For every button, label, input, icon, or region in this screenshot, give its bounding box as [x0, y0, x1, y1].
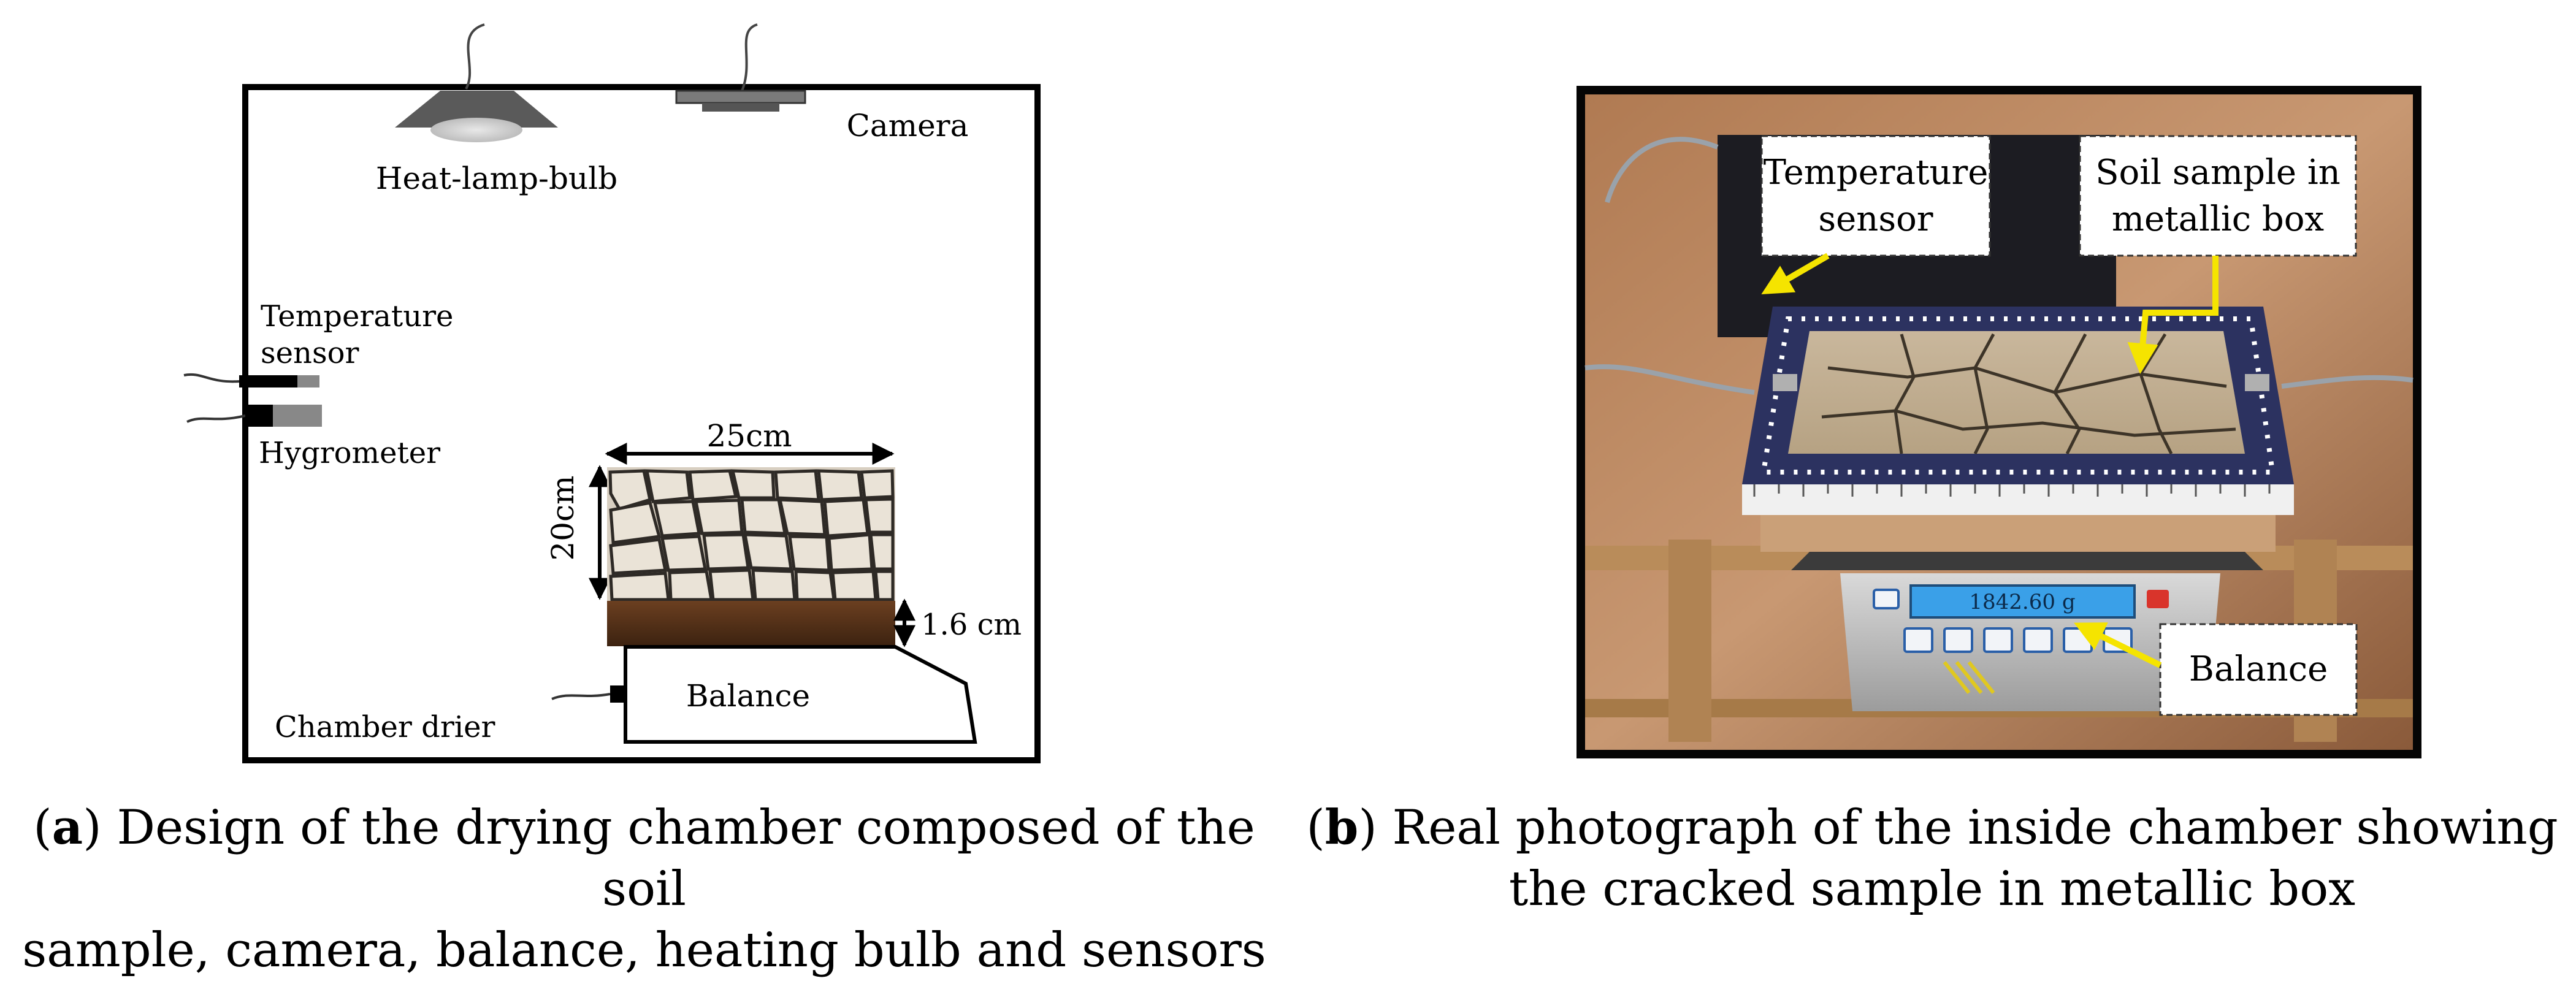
balance-callout-label: Balance [2189, 649, 2328, 689]
caption-a-line1: (a) Design of the drying chamber compose… [33, 800, 1255, 917]
caption-a-text1: Design of the drying chamber composed of… [117, 800, 1255, 917]
thickness-dimension-label: 1.6 cm [921, 608, 1022, 642]
hygrometer-label: Hygrometer [259, 436, 440, 470]
soil-surface [1788, 331, 2245, 454]
soil-sample-callout-box [2079, 135, 2357, 257]
camera-label: Camera [847, 108, 969, 143]
balance-arrow [2074, 622, 2162, 668]
chamber-drier-label: Chamber drier [275, 710, 495, 744]
balance-icon [551, 645, 977, 744]
caption-b-letter: b [1324, 800, 1359, 855]
caption-b-line1: (b) Real photograph of the inside chambe… [1306, 800, 2558, 855]
balance-label: Balance [686, 678, 810, 714]
temperature-sensor-callout-line2: sensor [1818, 199, 1933, 239]
soil-sample-callout-line2: metallic box [2112, 199, 2324, 239]
scale-reading: 1842.60 g [1969, 590, 2075, 614]
width-dimension-label: 25cm [706, 418, 792, 454]
balance-callout-box [2159, 623, 2358, 716]
chamber-design-diagram: Heat-lamp-bulb Camera Temperature sensor… [183, 23, 1041, 763]
heat-lamp-label: Heat-lamp-bulb [376, 161, 617, 196]
soil-sample-callout-line1: Soil sample in [2095, 153, 2341, 193]
temperature-sensor-label-line1: Temperature [261, 299, 453, 334]
temperature-sensor-callout-line1: Temperature [1764, 153, 1989, 193]
cracked-soil-sample [607, 467, 895, 646]
caption-a-line2: sample, camera, balance, heating bulb an… [22, 923, 1266, 978]
temperature-sensor-icon [183, 373, 319, 387]
caption-panel-b: (b) Real photograph of the inside chambe… [1288, 797, 2576, 920]
temperature-sensor-label-line2: sensor [261, 336, 359, 370]
chamber-photograph-panel: 1842.60 g Temperature sensor Soil sample… [1577, 86, 2421, 758]
temperature-sensor-arrow [1761, 253, 1830, 295]
heat-lamp-icon [395, 23, 558, 142]
soil-base-layer [607, 601, 895, 646]
caption-a-letter: a [52, 800, 83, 855]
temperature-sensor-callout-box [1760, 135, 1991, 257]
caption-b-text1: Real photograph of the inside chamber sh… [1392, 800, 2558, 855]
height-dimension-label: 20cm [545, 475, 581, 560]
camera-icon [675, 23, 806, 112]
scale-display [1909, 584, 2136, 619]
caption-b-line2: the cracked sample in metallic box [1508, 861, 2356, 917]
soil-sample-arrow [2127, 256, 2219, 374]
hygrometer-icon [186, 405, 322, 427]
caption-panel-a: (a) Design of the drying chamber compose… [0, 797, 1288, 981]
